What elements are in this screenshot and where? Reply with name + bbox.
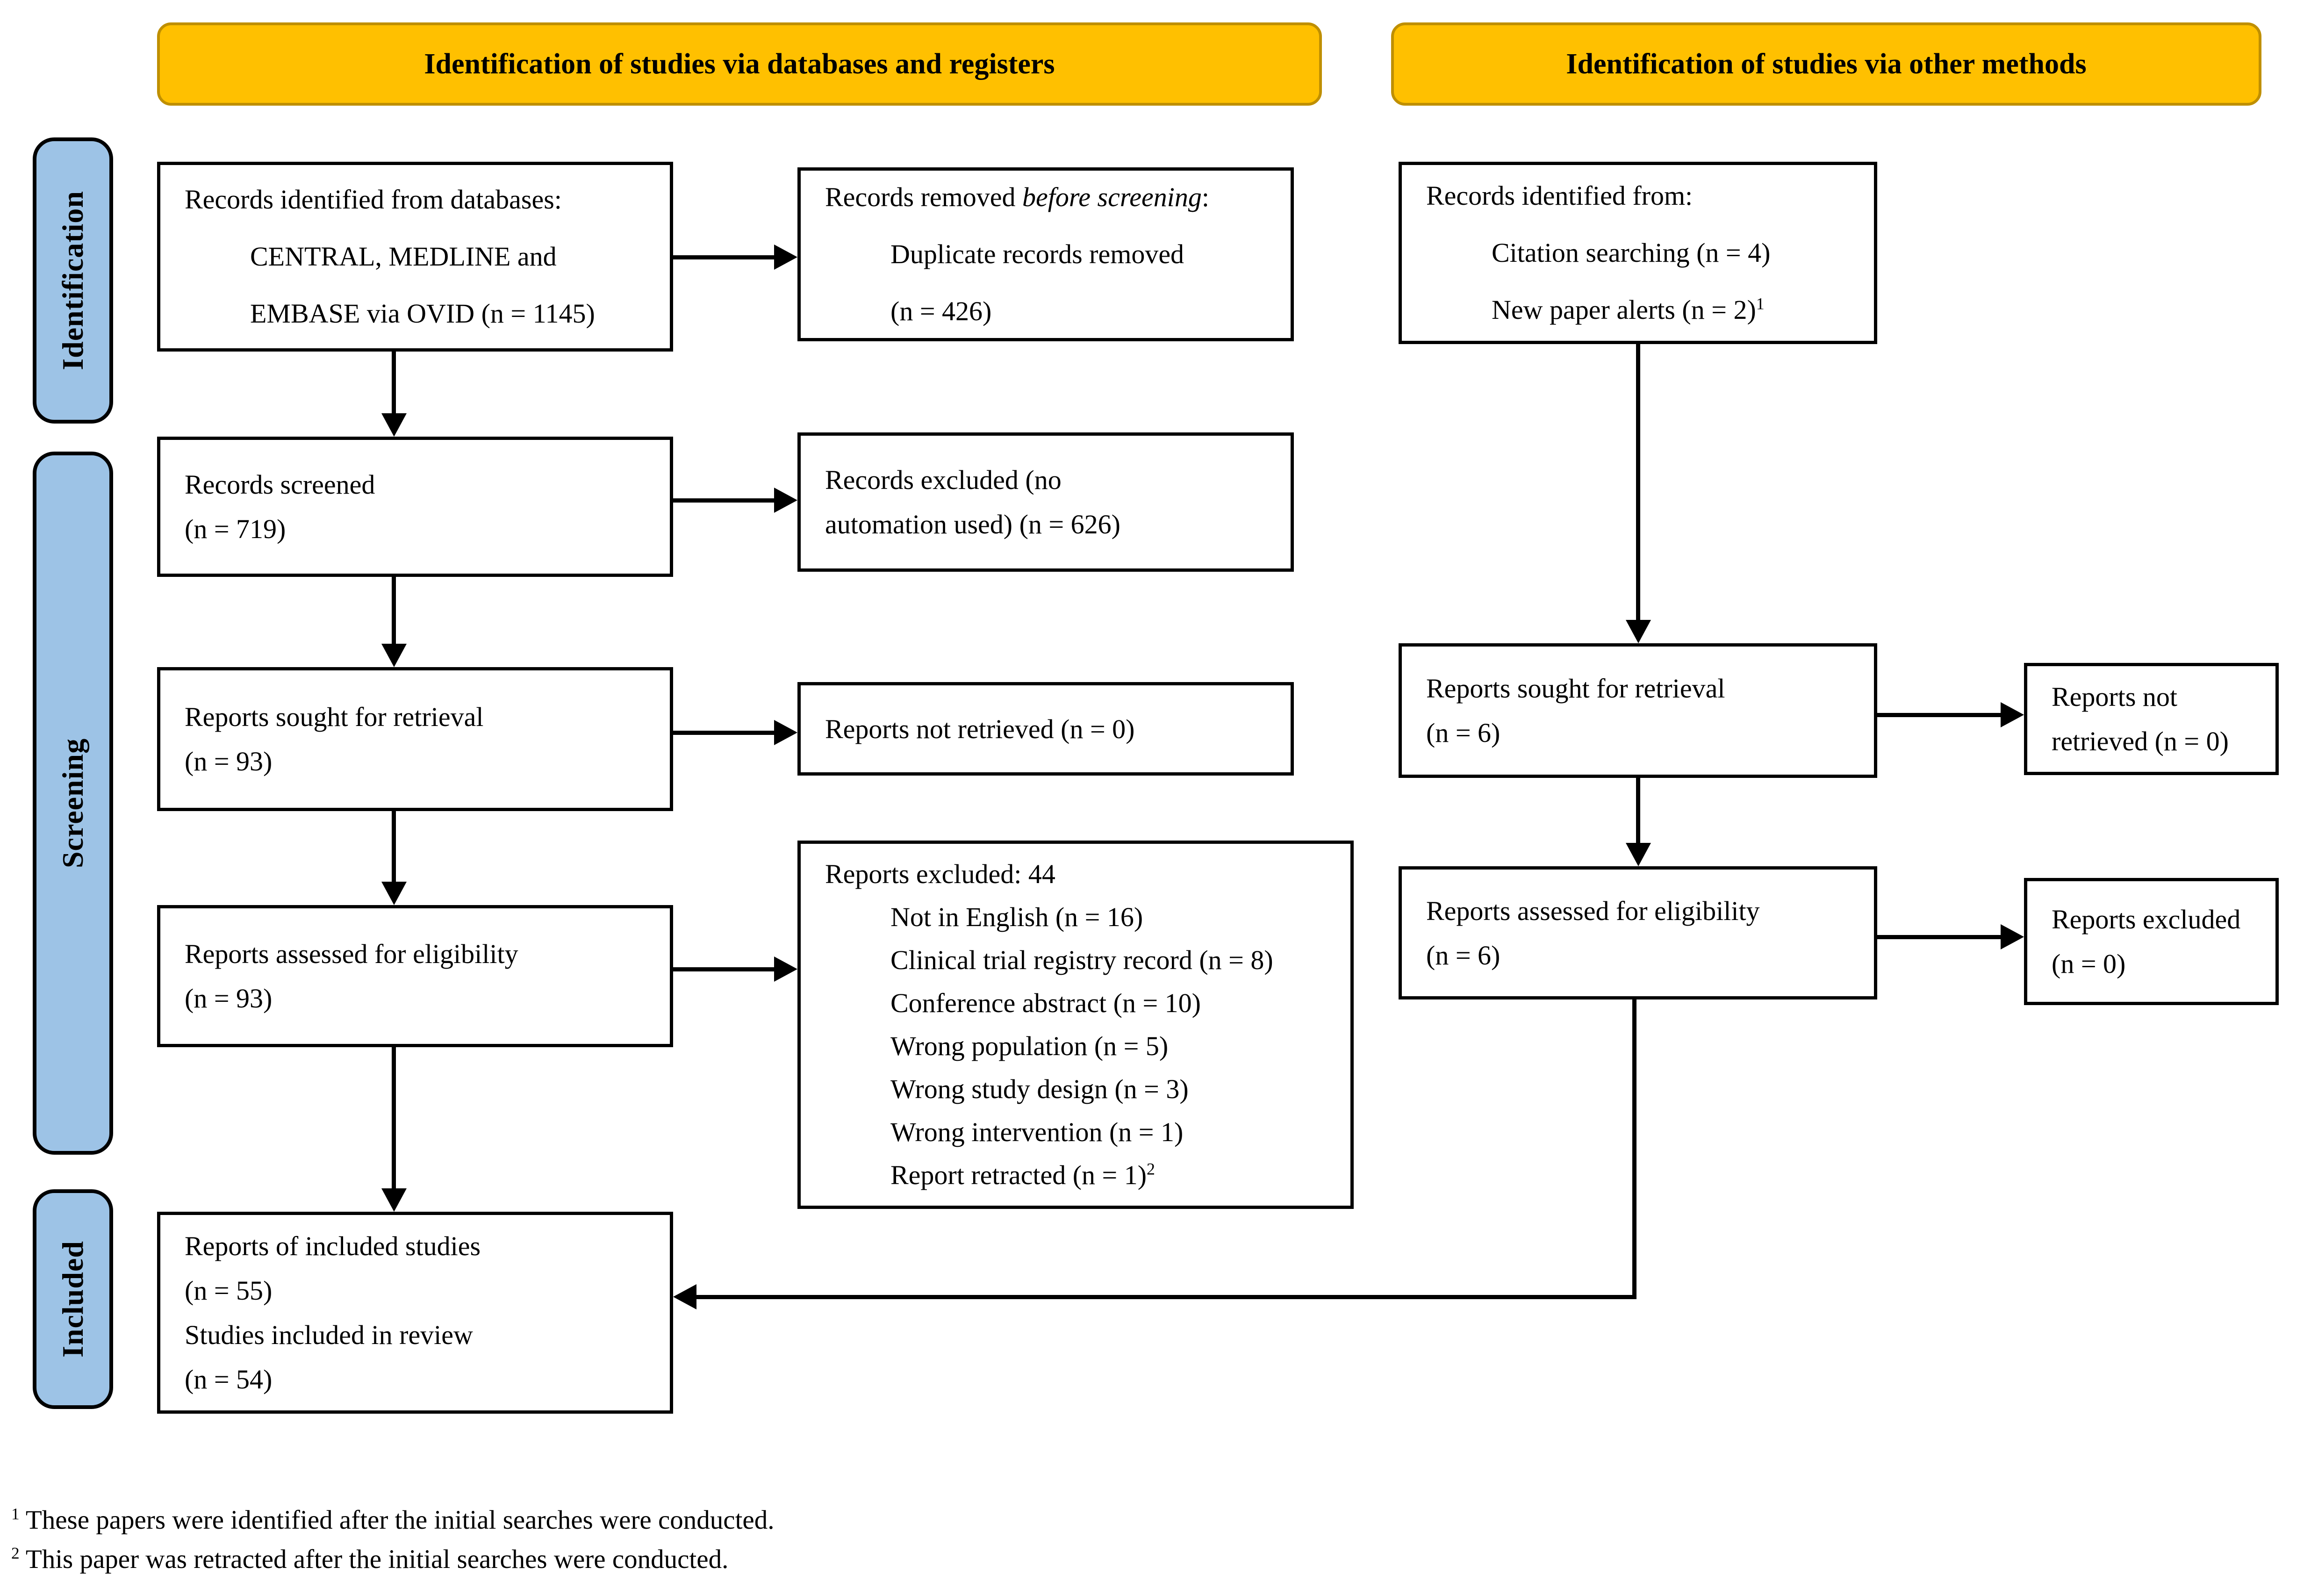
box-line: Reports not retrieved (n = 0) bbox=[825, 713, 1135, 744]
footnote-marker-1: 1 bbox=[1756, 294, 1765, 313]
box-line: Reports excluded bbox=[2052, 904, 2241, 935]
arrow-screened-to-excluded bbox=[673, 498, 776, 503]
footnote-2-text: This paper was retracted after the initi… bbox=[19, 1545, 729, 1574]
phase-identification: Identification bbox=[33, 137, 113, 424]
arrow-assessedother-to-excludedother bbox=[1877, 935, 2002, 939]
box-reports-assessed-other: Reports assessed for eligibility (n = 6) bbox=[1399, 866, 1877, 999]
arrowhead-other-to-included bbox=[673, 1284, 696, 1309]
box-line: Reports assessed for eligibility bbox=[1426, 895, 1760, 926]
box-reports-not-retrieved: Reports not retrieved (n = 0) bbox=[797, 682, 1294, 776]
box-line: Wrong intervention (n = 1) bbox=[890, 1117, 1184, 1147]
box-line: Wrong study design (n = 3) bbox=[890, 1074, 1189, 1104]
arrowhead-soughtother-to-notretrieved bbox=[2001, 702, 2024, 727]
banner-databases-registers: Identification of studies via databases … bbox=[157, 22, 1322, 106]
arrow-identified-to-screened bbox=[392, 352, 396, 415]
box-reports-excluded-reasons: Reports excluded: 44 Not in English (n =… bbox=[797, 841, 1354, 1209]
box-line: Records removed before screening: bbox=[825, 182, 1209, 212]
arrowhead-sought-to-assessed bbox=[381, 882, 407, 905]
arrowhead-screened-to-sought bbox=[381, 644, 407, 667]
box-records-excluded: Records excluded (no automation used) (n… bbox=[797, 432, 1294, 572]
box-reports-assessed-eligibility: Reports assessed for eligibility (n = 93… bbox=[157, 905, 673, 1047]
box-reports-sought-other: Reports sought for retrieval (n = 6) bbox=[1399, 643, 1877, 778]
arrowhead-sought-to-notretrieved bbox=[774, 720, 797, 745]
box-line: (n = 93) bbox=[185, 983, 273, 1014]
box-line: Records identified from: bbox=[1426, 180, 1693, 211]
arrow-sought-to-notretrieved bbox=[673, 731, 776, 735]
arrowhead-screened-to-excluded bbox=[774, 488, 797, 513]
box-line: New paper alerts (n = 2)1 bbox=[1492, 294, 1765, 325]
footnote-1-text: These papers were identified after the i… bbox=[19, 1505, 775, 1535]
footnote-2-marker: 2 bbox=[11, 1544, 20, 1562]
box-line: Reports assessed for eligibility bbox=[185, 939, 518, 969]
box-line: Reports sought for retrieval bbox=[185, 702, 484, 732]
box-line: Reports sought for retrieval bbox=[1426, 673, 1725, 704]
arrow-identified-to-removed bbox=[673, 255, 776, 259]
box-included-studies: Reports of included studies (n = 55) Stu… bbox=[157, 1212, 673, 1414]
box-line: Records screened bbox=[185, 469, 375, 500]
box-records-identified-databases: Records identified from databases: CENTR… bbox=[157, 162, 673, 352]
phase-identification-label: Identification bbox=[56, 191, 89, 370]
arrow-soughtother-to-notretrieved bbox=[1877, 713, 2002, 717]
arrow-otheridentified-to-sought bbox=[1636, 344, 1640, 621]
box-records-screened: Records screened (n = 719) bbox=[157, 437, 673, 577]
box-line: Records identified from databases: bbox=[185, 184, 562, 215]
box-reports-excluded-other: Reports excluded (n = 0) bbox=[2024, 878, 2279, 1005]
footnote-2: 2 This paper was retracted after the ini… bbox=[11, 1541, 728, 1578]
arrow-sought-to-assessed bbox=[392, 811, 396, 883]
box-records-removed-before-screening: Records removed before screening: Duplic… bbox=[797, 167, 1294, 341]
box-reports-not-retrieved-other: Reports not retrieved (n = 0) bbox=[2024, 663, 2279, 775]
box-line: (n = 426) bbox=[890, 296, 992, 326]
arrowhead-assessedother-to-excludedother bbox=[2001, 924, 2024, 949]
box-line: Records excluded (no bbox=[825, 465, 1062, 495]
arrowhead-identified-to-removed bbox=[774, 244, 797, 270]
phase-screening-label: Screening bbox=[56, 738, 89, 869]
footnote-1: 1 These papers were identified after the… bbox=[11, 1502, 774, 1539]
box-line: Reports not bbox=[2052, 682, 2178, 712]
box-line: Reports excluded: 44 bbox=[825, 859, 1055, 889]
arrow-assessedother-down bbox=[1632, 999, 1636, 1299]
arrow-soughtother-to-assessedother bbox=[1636, 778, 1640, 844]
arrowhead-soughtother-to-assessedother bbox=[1626, 843, 1651, 866]
box-line: Report retracted (n = 1)2 bbox=[890, 1159, 1156, 1190]
box-line: Conference abstract (n = 10) bbox=[890, 988, 1201, 1018]
box-line: Not in English (n = 16) bbox=[890, 902, 1143, 932]
arrowhead-assessed-to-excludedreasons bbox=[774, 956, 797, 982]
box-line: Wrong population (n = 5) bbox=[890, 1031, 1169, 1061]
phase-included-label: Included bbox=[56, 1241, 89, 1358]
arrowhead-identified-to-screened bbox=[381, 413, 407, 437]
arrow-assessed-to-excludedreasons bbox=[673, 967, 776, 971]
box-line: (n = 6) bbox=[1426, 940, 1500, 971]
box-line: Clinical trial registry record (n = 8) bbox=[890, 945, 1273, 975]
box-line: (n = 55) bbox=[185, 1275, 273, 1306]
banner-databases-registers-label: Identification of studies via databases … bbox=[424, 48, 1055, 80]
phase-screening: Screening bbox=[33, 452, 113, 1155]
box-line: Citation searching (n = 4) bbox=[1492, 237, 1771, 268]
arrow-screened-to-sought bbox=[392, 577, 396, 645]
box-line: automation used) (n = 626) bbox=[825, 509, 1120, 539]
box-line: (n = 719) bbox=[185, 514, 286, 544]
italic-before-screening: before screening bbox=[1022, 182, 1202, 212]
arrowhead-assessed-to-included bbox=[381, 1188, 407, 1212]
box-line: Duplicate records removed bbox=[890, 239, 1184, 269]
arrow-assessed-to-included bbox=[392, 1047, 396, 1189]
box-line: (n = 93) bbox=[185, 746, 273, 776]
arrowhead-otheridentified-to-sought bbox=[1626, 620, 1651, 643]
box-line: (n = 6) bbox=[1426, 718, 1500, 748]
footnote-1-marker: 1 bbox=[11, 1505, 20, 1523]
box-line: CENTRAL, MEDLINE and bbox=[250, 241, 557, 272]
footnote-marker-2: 2 bbox=[1147, 1159, 1156, 1179]
box-line: (n = 0) bbox=[2052, 949, 2126, 979]
box-line: (n = 54) bbox=[185, 1364, 273, 1395]
arrow-other-to-included bbox=[695, 1295, 1636, 1299]
box-line: Studies included in review bbox=[185, 1320, 473, 1350]
box-line: Reports of included studies bbox=[185, 1231, 481, 1261]
box-reports-sought-retrieval: Reports sought for retrieval (n = 93) bbox=[157, 667, 673, 811]
phase-included: Included bbox=[33, 1189, 113, 1409]
box-records-identified-other: Records identified from: Citation search… bbox=[1399, 162, 1877, 344]
banner-other-methods: Identification of studies via other meth… bbox=[1391, 22, 2261, 106]
box-line: retrieved (n = 0) bbox=[2052, 726, 2229, 756]
banner-other-methods-label: Identification of studies via other meth… bbox=[1566, 48, 2087, 80]
box-line: EMBASE via OVID (n = 1145) bbox=[250, 298, 595, 329]
